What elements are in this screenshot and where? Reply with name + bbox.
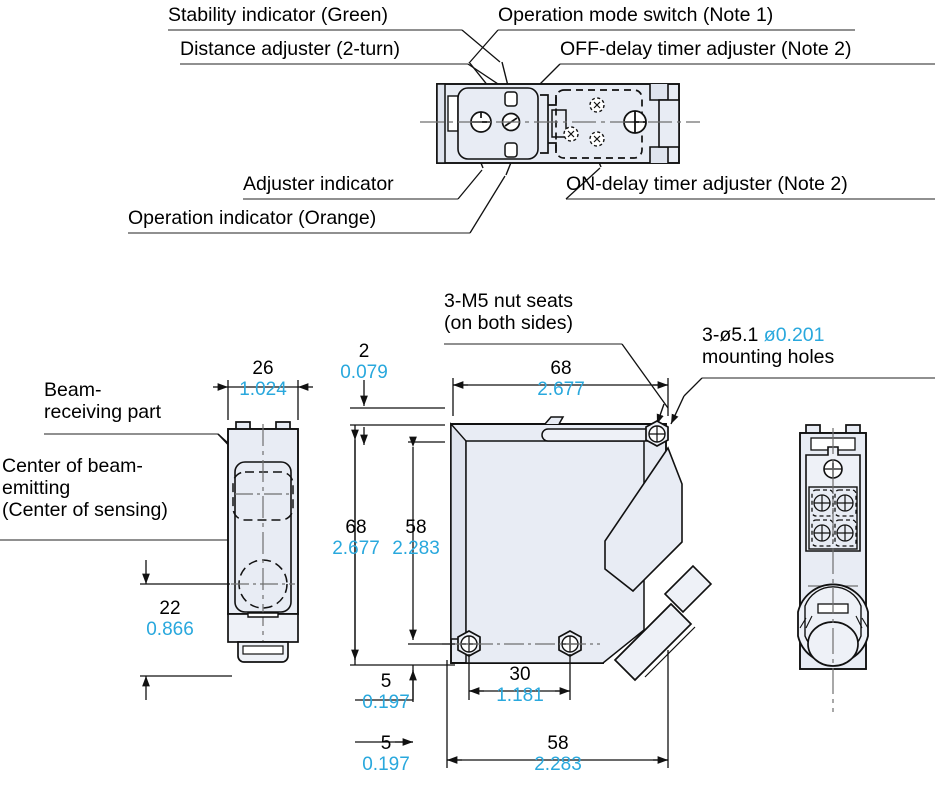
dimension-offset-5a-mm: 5 [380,671,392,692]
front-view-dimensions [350,378,669,768]
front-view-sensor [442,416,713,682]
dimension-gap-2: 2 0.079 [332,341,396,384]
dimension-hole-30-in: 1.181 [496,685,544,707]
dimension-width-68-in: 2.677 [537,379,585,401]
dimension-height-68-mm: 68 [345,517,367,538]
callout-mounting-holes: 3-ø5.1 ø0.201 mounting holes [702,324,835,369]
dimension-height-58-mm: 58 [405,517,427,538]
dimension-height-22-mm: 22 [159,598,181,619]
dimension-hole-30-mm: 30 [509,664,531,685]
side-view-sensor [227,421,299,663]
dimension-gap-2-mm: 2 [358,341,370,362]
dimension-hole-30: 30 1.181 [489,664,551,707]
dimension-height-22: 22 0.866 [134,598,206,641]
center-beam-line1: Center of beam- [2,455,143,477]
dimension-width-58-mm: 58 [547,733,569,754]
dimension-width-68-mm: 68 [550,358,572,379]
callout-nut-seats-line1: 3-M5 nut seats [444,290,573,312]
center-beam-line3: (Center of sensing) [2,498,168,521]
dimension-width-68: 68 2.677 [530,358,592,401]
callout-nut-seats-line2: (on both sides) [444,311,573,334]
dimension-width-58-in: 2.283 [534,754,582,776]
callout-center-of-beam-emitting: Center of beam- emitting (Center of sens… [2,455,168,521]
beam-receiving-line1: Beam- [44,379,102,401]
cable-connector [604,446,713,682]
nut-seat-top-right [645,420,669,447]
dimension-height-22-in: 0.866 [146,619,194,641]
right-view-sensor [797,424,869,712]
dimension-offset-5b-mm: 5 [380,733,392,754]
callout-operation-indicator: Operation indicator (Orange) [128,207,377,229]
dimension-offset-5b-in: 0.197 [362,754,410,776]
center-beam-line2: emitting [2,476,71,499]
mounting-holes-in: ø0.201 [763,324,825,346]
dimension-offset-5b: 5 0.197 [355,733,417,776]
dimension-height-68: 68 2.677 [325,517,387,560]
dimension-offset-5a: 5 0.197 [355,671,417,714]
callout-mounting-holes-line2: mounting holes [702,345,835,368]
callout-nut-seats: 3-M5 nut seats (on both sides) [444,290,573,335]
dimension-offset-5a-in: 0.197 [362,692,410,714]
callout-stability-indicator: Stability indicator (Green) [168,4,389,26]
callout-operation-mode-switch: Operation mode switch (Note 1) [498,4,774,26]
top-view-sensor [420,83,700,164]
mounting-holes-mm: 3-ø5.1 [702,324,759,346]
dimension-height-58: 58 2.283 [385,517,447,560]
beam-receiving-line2: receiving part [44,400,162,423]
dimension-height-58-in: 2.283 [392,538,440,560]
callout-mounting-holes-line1: 3-ø5.1 ø0.201 [702,324,834,347]
dimension-width-26-in: 1.024 [239,379,287,401]
callout-beam-receiving-part: Beam- receiving part [44,379,162,424]
callout-on-delay-timer: ON-delay timer adjuster (Note 2) [566,173,848,195]
dimension-width-26-mm: 26 [252,358,274,379]
callout-off-delay-timer: OFF-delay timer adjuster (Note 2) [560,38,852,60]
callout-leaders-top [457,29,601,234]
callout-underlines-top [128,29,935,234]
callout-adjuster-indicator: Adjuster indicator [243,173,394,195]
dimension-width-58: 58 2.283 [527,733,589,776]
dimension-height-68-in: 2.677 [332,538,380,560]
dimension-width-26: 26 1.024 [233,358,293,401]
callout-distance-adjuster: Distance adjuster (2-turn) [180,38,401,60]
side-view-dimensions [140,380,313,700]
dimension-gap-2-in: 0.079 [340,362,388,384]
callout-underlines-mid [0,343,935,541]
